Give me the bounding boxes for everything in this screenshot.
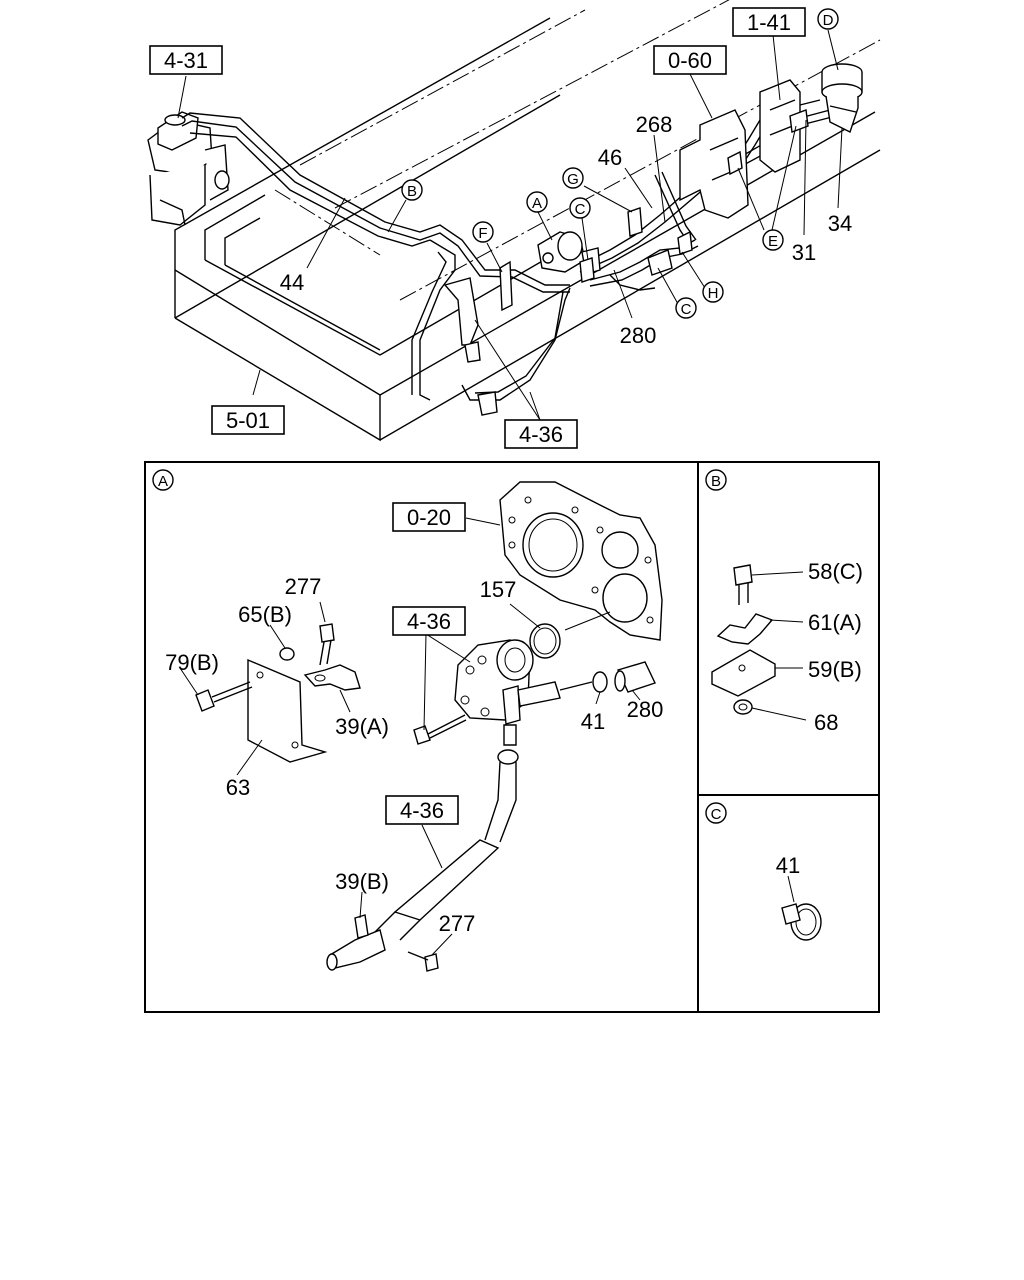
part-41-label: 41: [581, 709, 605, 734]
ref-1-41: 1-41: [732, 7, 806, 37]
clamp-41: [781, 903, 822, 941]
clip-parts: [579, 207, 693, 283]
panel-c: C 41: [705, 802, 822, 941]
ref-4-36-top-label: 4-36: [519, 422, 563, 447]
callout-c-top-1: C: [569, 197, 591, 219]
part-277a-label: 277: [285, 574, 322, 599]
part-79b-label: 79(B): [165, 650, 219, 675]
callout-d-top-label: D: [823, 12, 834, 29]
callout-d-top: D: [817, 8, 839, 30]
part-46-label: 46: [598, 145, 622, 170]
detail-panels: A: [144, 461, 880, 1013]
callout-b-top: B: [401, 179, 423, 201]
part-280-label: 280: [620, 323, 657, 348]
callout-f-top: F: [472, 221, 494, 243]
ref-4-31-label: 4-31: [164, 48, 208, 73]
pump-detail: [454, 639, 561, 725]
part-39b-label: 39(B): [335, 869, 389, 894]
bolt-277a: [319, 623, 335, 666]
ref-4-36-a1-label: 4-36: [407, 609, 451, 634]
part-157-label: 157: [480, 577, 517, 602]
callout-b-top-label: B: [407, 183, 417, 200]
callout-h-top: H: [702, 281, 724, 303]
part-268-label: 268: [636, 112, 673, 137]
callout-a-top: A: [526, 191, 548, 213]
bolt-58c: [733, 564, 753, 605]
part-58c-label: 58(C): [808, 559, 863, 584]
panel-a: A: [152, 469, 664, 972]
ref-4-36-top: 4-36: [504, 419, 578, 449]
brake-valve: [147, 111, 230, 226]
chassis-frame: [174, 0, 881, 442]
panel-a-tag: A: [158, 473, 168, 490]
ref-5-01: 5-01: [211, 405, 285, 435]
o-ring-157: [529, 623, 561, 659]
bracket-0-60: [679, 109, 749, 219]
nut-65b: [279, 647, 295, 661]
panel-b: B 58(C) 61(A) 59(B): [705, 469, 863, 735]
ref-4-36-a1: 4-36: [392, 606, 466, 636]
main-assembly: 4-31 1-41 0-60 5-01 4-36 B A F: [147, 0, 881, 449]
part-41c-label: 41: [776, 853, 800, 878]
callout-e-top-label: E: [768, 233, 778, 250]
ref-0-20-label: 0-20: [407, 505, 451, 530]
callout-g-top: G: [562, 167, 584, 189]
nut-68: [733, 699, 753, 715]
fluid-reservoir: [821, 63, 863, 133]
callout-c-top-2-label: C: [681, 301, 692, 318]
part-68-label: 68: [814, 710, 838, 735]
ref-0-60-label: 0-60: [668, 48, 712, 73]
part-61a-label: 61(A): [808, 610, 862, 635]
ref-0-60: 0-60: [653, 45, 727, 75]
bolt-79b: [195, 681, 253, 712]
ref-5-01-label: 5-01: [226, 408, 270, 433]
panel-b-tag: B: [711, 473, 721, 490]
clip-61a: [716, 613, 774, 645]
clip-39a: [303, 664, 361, 691]
ref-4-36-a2-label: 4-36: [400, 798, 444, 823]
part-280a-label: 280: [627, 697, 664, 722]
ref-0-20: 0-20: [392, 502, 466, 532]
callout-c-top-1-label: C: [575, 201, 586, 218]
hose-280: [559, 661, 656, 693]
part-63-label: 63: [226, 775, 250, 800]
callout-h-top-label: H: [708, 285, 719, 302]
fitting-39b: [326, 914, 439, 972]
callout-f-top-label: F: [478, 225, 487, 242]
leaders-panel-a: [179, 517, 641, 956]
ref-4-36-a2: 4-36: [385, 795, 459, 825]
ref-4-31: 4-31: [149, 45, 223, 75]
leaders-main: [177, 29, 843, 421]
part-65b-label: 65(B): [238, 602, 292, 627]
hose-bracket: [443, 260, 513, 416]
callout-g-top-label: G: [567, 171, 579, 188]
part-31-label: 31: [792, 240, 816, 265]
plate-59b: [711, 649, 776, 697]
callout-e-top: E: [762, 229, 784, 251]
pump-bolt: [413, 714, 467, 745]
callout-c-top-2: C: [675, 297, 697, 319]
panel-c-tag: C: [711, 806, 722, 823]
pipe-down: [374, 724, 519, 941]
part-44-label: 44: [280, 270, 304, 295]
part-277b-label: 277: [439, 911, 476, 936]
bracket-63: [247, 658, 328, 763]
callout-a-top-label: A: [532, 195, 542, 212]
gasket-plate: [499, 481, 663, 641]
ref-1-41-label: 1-41: [747, 10, 791, 35]
part-34-label: 34: [828, 211, 852, 236]
part-59b-label: 59(B): [808, 657, 862, 682]
part-39a-label: 39(A): [335, 714, 389, 739]
